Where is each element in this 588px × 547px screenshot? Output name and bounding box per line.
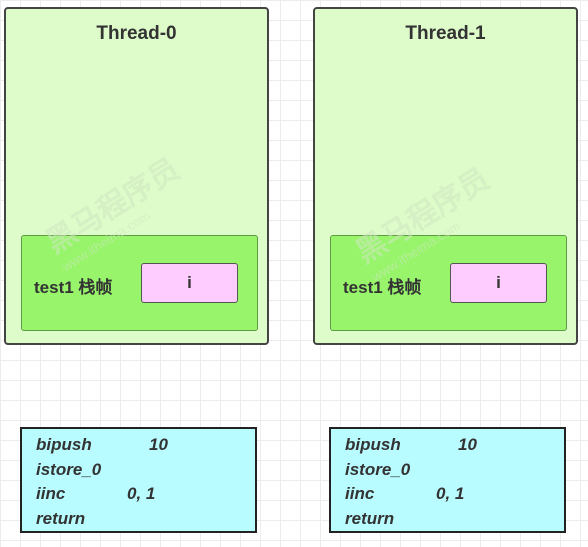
thread-title: Thread-1 [405,23,486,44]
local-variable-slot: i [450,263,547,303]
bytecode-op: iinc [36,484,66,503]
stack-frame-label: test1 栈帧 [343,278,422,297]
bytecode-line: iinc 0, 1 [36,482,255,507]
stack-frame-label: test1 栈帧 [34,278,113,297]
bytecode-line: bipush 10 [345,433,564,458]
bytecode-box-thread-0: bipush 10 istore_0 iinc 0, 1 return [20,427,257,533]
bytecode-line: istore_0 [36,458,255,483]
local-variable-slot: i [141,263,238,303]
bytecode-line: iinc 0, 1 [345,482,564,507]
bytecode-arg: 10 [149,435,168,454]
stack-frame: test1 栈帧 i [330,235,567,331]
bytecode-line: return [345,507,564,532]
bytecode-arg: 0, 1 [436,484,465,503]
bytecode-op: istore_0 [345,459,411,479]
bytecode-op: bipush [345,435,401,454]
thread-0-box: Thread-0 test1 栈帧 i [4,7,269,345]
bytecode-op: bipush [36,435,92,454]
bytecode-line: bipush 10 [36,433,255,458]
bytecode-op: return [36,508,86,528]
bytecode-arg: 10 [458,435,477,454]
stack-frame: test1 栈帧 i [21,235,258,331]
bytecode-op: return [345,508,395,528]
bytecode-line: return [36,507,255,532]
thread-title: Thread-0 [96,23,177,44]
thread-1-box: Thread-1 test1 栈帧 i [313,7,578,345]
bytecode-line: istore_0 [345,458,564,483]
bytecode-op: iinc [345,484,375,503]
bytecode-op: istore_0 [36,459,102,479]
bytecode-box-thread-1: bipush 10 istore_0 iinc 0, 1 return [329,427,566,533]
bytecode-arg: 0, 1 [127,484,156,503]
